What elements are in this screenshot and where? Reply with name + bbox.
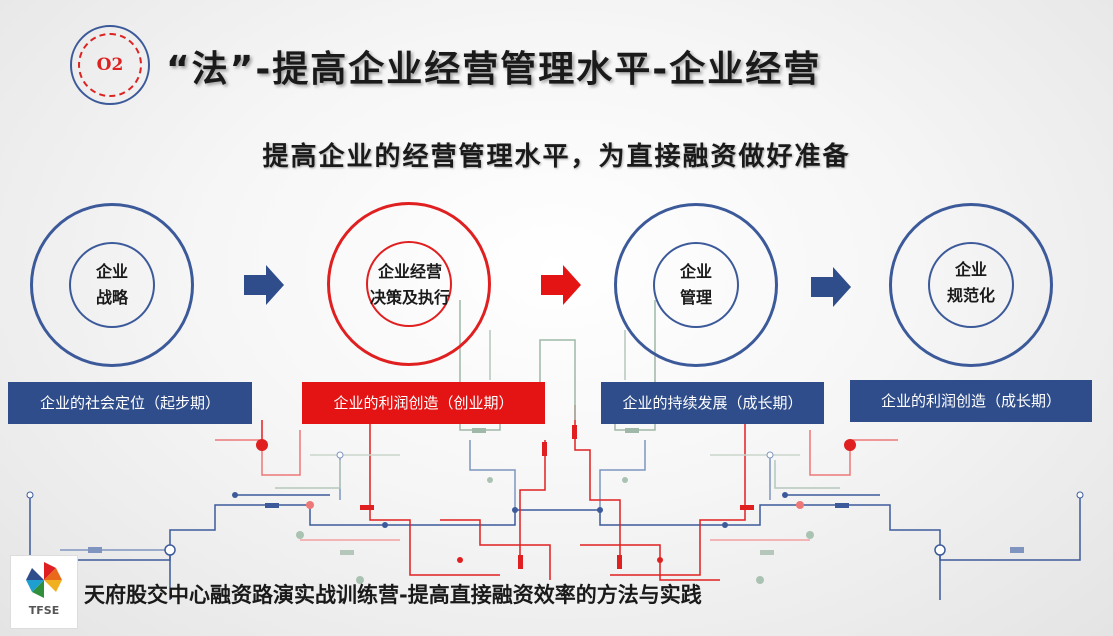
arrow-right-icon (244, 265, 284, 305)
stage-inner-ring (366, 241, 452, 327)
stage-label-line1: 企业 (954, 260, 987, 279)
stage-label: 企业经营 决策及执行 (330, 259, 490, 311)
stage-label-line1: 企业经营 (377, 262, 442, 281)
phase-banner: 企业的持续发展（成长期） (601, 382, 824, 424)
stage-label-line2: 管理 (679, 288, 712, 307)
stage-inner-ring (928, 242, 1014, 328)
stage-outer-ring (889, 203, 1053, 367)
tfse-logo: TFSE (10, 555, 78, 629)
page-subtitle: 提高企业的经营管理水平，为直接融资做好准备 (262, 142, 851, 172)
phase-banner: 企业的利润创造（创业期） (302, 382, 545, 424)
stage-label-line1: 企业 (679, 262, 712, 281)
stage-label-line2: 战略 (95, 288, 128, 307)
footer-caption: 天府股交中心融资路演实战训练营-提高直接融资效率的方法与实践 (84, 583, 702, 607)
stage-label-line2: 决策及执行 (369, 288, 450, 307)
arrow-right-icon (811, 267, 851, 307)
arrow-right-icon (541, 265, 581, 305)
stage-label: 企业 战略 (32, 259, 192, 311)
stage-label: 企业 规范化 (891, 257, 1051, 309)
page-title: “法”-提高企业经营管理水平-企业经营 (166, 49, 822, 90)
section-number: O2 (78, 33, 142, 97)
stage-label-line1: 企业 (95, 262, 128, 281)
section-number-badge: O2 (70, 25, 150, 105)
stage-inner-ring (653, 242, 739, 328)
phase-banner: 企业的社会定位（起步期） (8, 382, 252, 424)
logo-text: TFSE (28, 604, 60, 617)
stage-label: 企业 管理 (616, 259, 776, 311)
stage-outer-ring (30, 203, 194, 367)
stage-label-line2: 规范化 (946, 286, 995, 305)
stage-outer-ring (327, 202, 491, 366)
stage-inner-ring (69, 242, 155, 328)
pinwheel-logo-icon (26, 562, 62, 598)
stage-outer-ring (614, 203, 778, 367)
phase-banner: 企业的利润创造（成长期） (850, 380, 1092, 422)
